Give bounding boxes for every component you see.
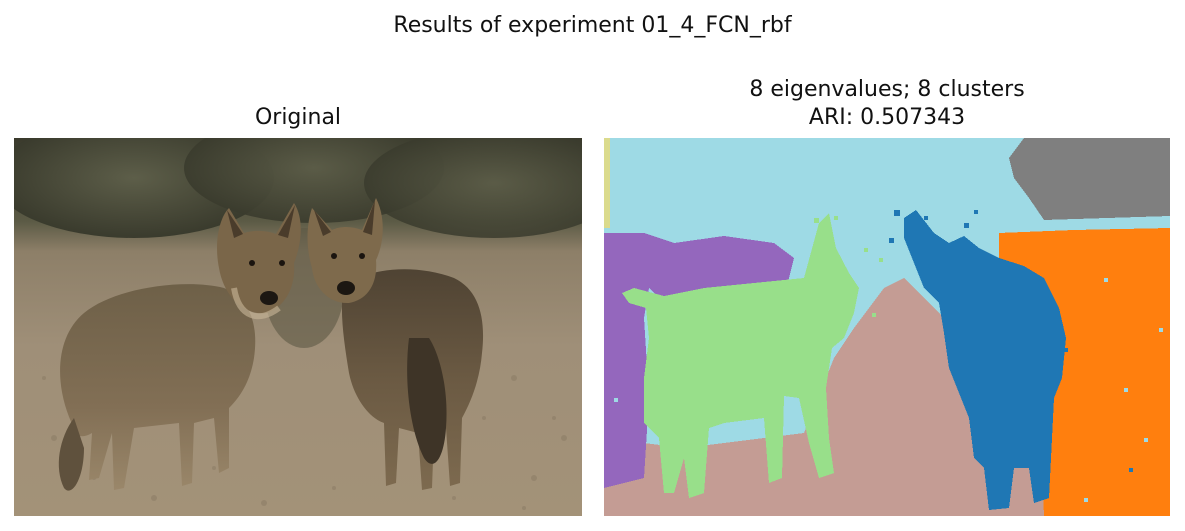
cluster-region-yellow — [604, 138, 610, 228]
coyote-right — [307, 198, 484, 490]
cluster-noise-lightblue — [614, 278, 1163, 502]
coyote-left — [58, 203, 301, 491]
cluster-noise-green — [814, 216, 883, 317]
original-image — [14, 138, 582, 516]
figure-suptitle: Results of experiment 01_4_FCN_rbf — [393, 13, 792, 38]
segmentation-map — [604, 138, 1170, 516]
segmentation-title-line1: 8 eigenvalues; 8 clusters — [749, 77, 1025, 102]
bush — [364, 138, 582, 238]
cluster-noise-blue — [889, 210, 1133, 488]
segmentation-panel-title: 8 eigenvalues; 8 clusters ARI: 0.507343 — [604, 76, 1170, 132]
cluster-region-gray — [1009, 138, 1170, 220]
cluster-region-green — [622, 213, 859, 498]
segmentation-title-line2: ARI: 0.507343 — [808, 105, 966, 130]
cluster-region-blue — [904, 210, 1066, 510]
original-panel-title: Original — [254, 105, 342, 130]
